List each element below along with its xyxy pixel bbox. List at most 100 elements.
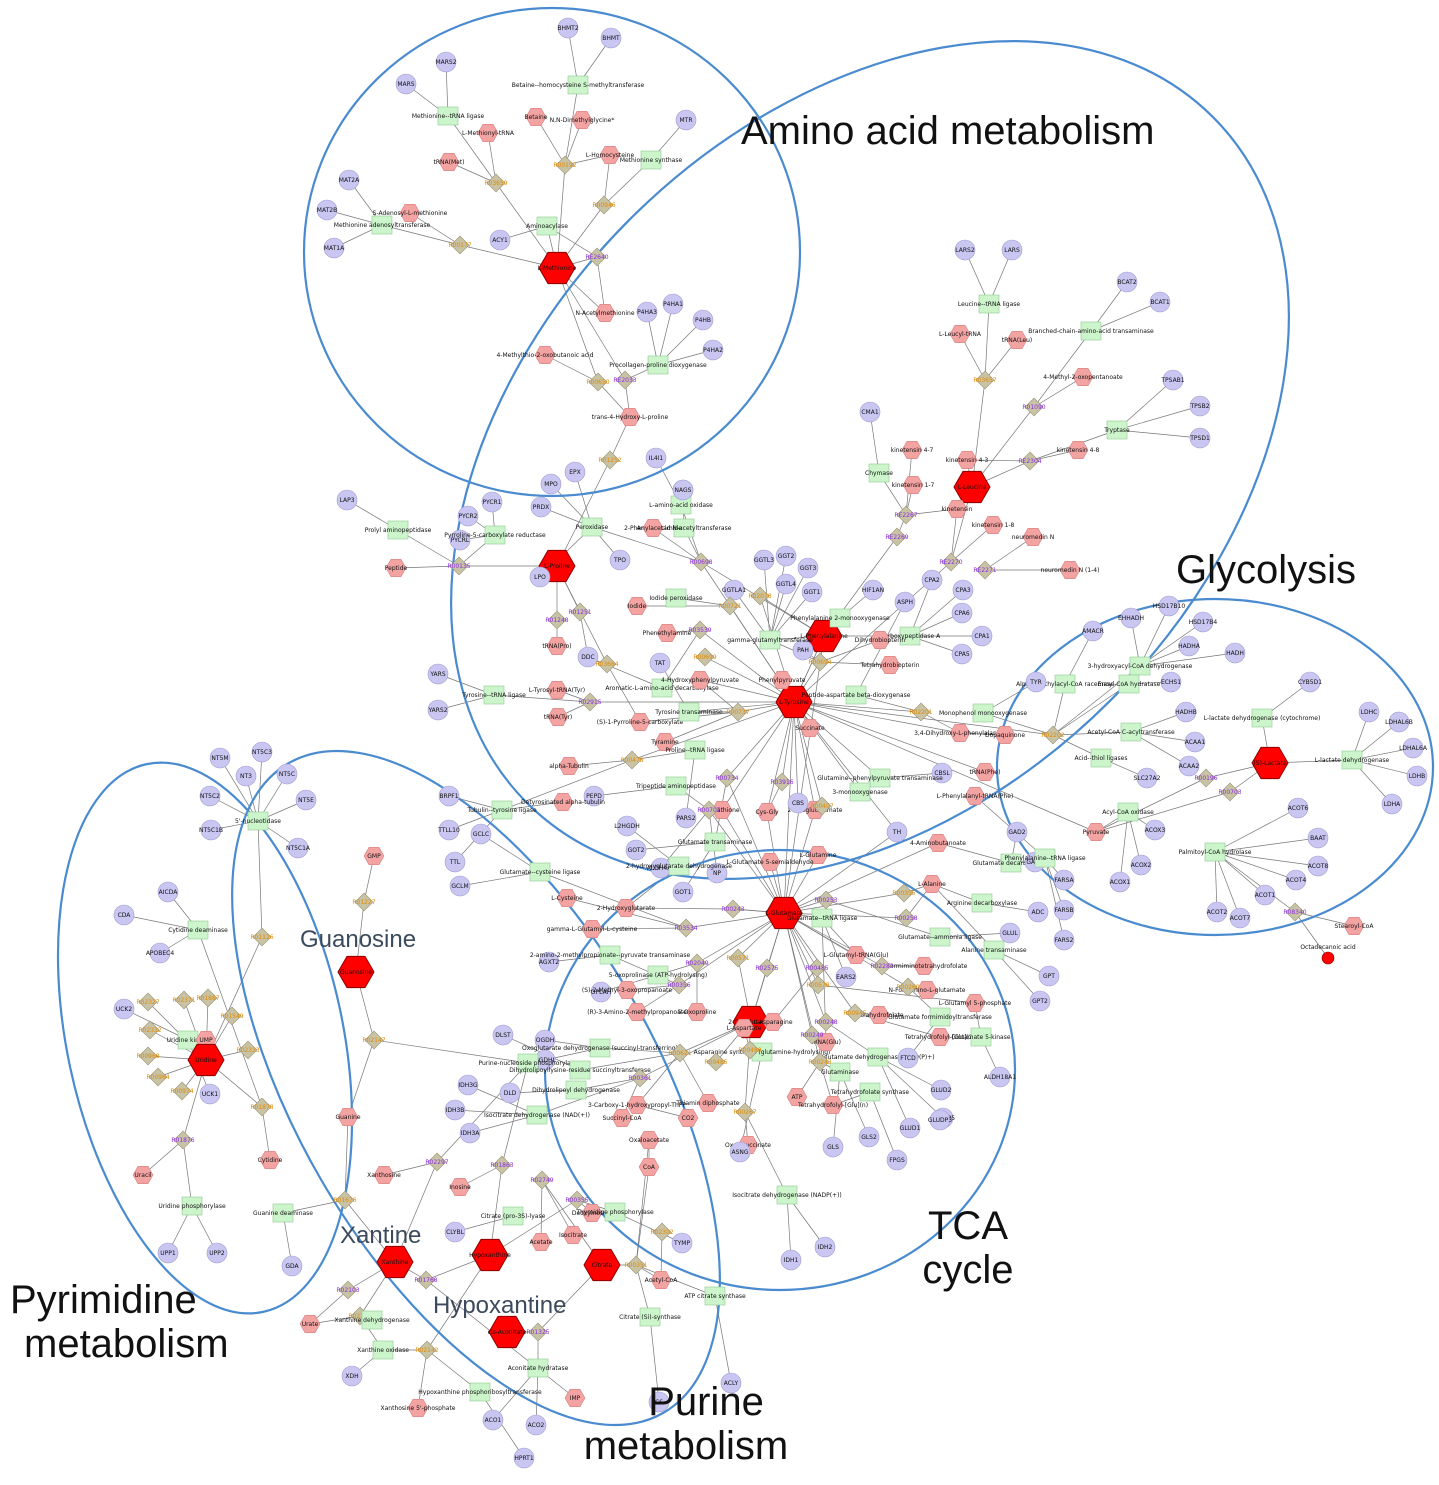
node-label: CPA1: [974, 633, 990, 640]
enzyme-node-iodperox: Iodide peroxidase: [649, 588, 703, 608]
node-label: LDHA: [1384, 801, 1401, 808]
edge-IDH3A-IDHNAD: [469, 1114, 538, 1134]
edge-PepAspB-R02201: [855, 694, 922, 713]
node-label: ACOX1: [1110, 879, 1131, 886]
enzyme-node-glu5k: Glutamate 5-kinase: [951, 1027, 1011, 1047]
hub-node-lmet: L-Methionine: [538, 251, 577, 285]
edge-LeuTRNA-R03657: [984, 303, 990, 381]
node-label: tRNA(Glu): [811, 1039, 841, 1046]
node-label: Alanine transaminase: [961, 947, 1027, 954]
gene-node-fars2: FARS2: [1053, 929, 1075, 951]
node-label: trans-4-Hydroxy-L-proline: [592, 414, 669, 421]
node-label: R02147: [362, 1037, 385, 1044]
enzyme-node-citsisyn: Citrate (Si)-synthase: [619, 1307, 681, 1327]
edge-DLD-DiLipDH: [509, 1089, 577, 1094]
reaction-node-r01090: R01090: [1022, 397, 1046, 417]
node-label: R03657: [973, 377, 996, 384]
node-label: R03539: [688, 627, 711, 634]
node-label: R00489: [738, 1047, 761, 1054]
node-label: R00177: [448, 242, 471, 249]
node-label: GPT2: [1032, 998, 1048, 1005]
node-label: TAT: [654, 660, 666, 667]
node-label: Glutathione: [704, 807, 739, 814]
node-label: 4-Methyl-2-oxopentanoate: [1043, 374, 1123, 381]
node-label: R02333: [236, 1047, 259, 1054]
enzyme-node-carbpepa: Carboxypeptidase A: [880, 626, 941, 646]
enzyme-node-argdecarb: Arginine decarboxylase: [947, 893, 1017, 913]
gene-node-cyb5d1: CYB5D1: [1298, 671, 1322, 693]
node-label: 5-Formiminotetrahydrofolate: [881, 963, 968, 970]
guanosine-compound-label: Guanosine: [300, 926, 417, 953]
node-label: R02078: [748, 593, 771, 600]
metabolite-node-cysgly: Cys-Gly: [755, 802, 779, 822]
node-label: Citrate (Si)-synthase: [619, 1314, 681, 1321]
metabolite-node-succinate: Succinate: [795, 718, 825, 738]
node-label: Tubulin--tyrosine ligase: [466, 807, 537, 814]
gene-node-baat: BAAT: [1307, 827, 1329, 849]
node-label: GOT2: [628, 847, 645, 854]
metabolite-node-acetate: Acetate: [529, 1233, 553, 1251]
node-label: Pyrroline-5-carboxylate reductase: [444, 532, 546, 539]
metabolite-node-tyrtrnatyr: L-Tyrosyl-tRNA(Tyr): [529, 680, 585, 700]
node-label: ACOT6: [1288, 805, 1309, 812]
node-label: Glutamate decarboxylase: [972, 860, 1049, 867]
node-label: ACAA1: [1185, 739, 1206, 746]
reaction-node-r00135: R00135: [447, 556, 471, 576]
node-label: Phenylpyruvate: [758, 677, 805, 684]
node-label: R02201: [909, 709, 932, 716]
enzyme-node-ggluttrans: gamma-glutamyltransferase: [727, 630, 813, 650]
node-label: 4-Methylthio-2-oxobutanoic acid: [496, 352, 593, 359]
enzyme-node-palmcoah: Palmitoyl-CoA hydrolase: [1179, 842, 1252, 862]
reaction-node-r02297: R02297: [425, 1152, 449, 1172]
node-label: MAT2A: [339, 177, 360, 184]
node-label: PYCRL: [451, 537, 470, 544]
node-label: 2-hydroxyglutarate dehydrogenase: [626, 863, 732, 870]
node-label: tRNA(Tyr): [544, 714, 573, 721]
gene-node-acot6: ACOT6: [1287, 797, 1309, 819]
node-label: ACO2: [528, 1422, 545, 1429]
metabolite-node-detyrtub: Detyrosinated alpha-tubulin: [521, 792, 605, 812]
reaction-node-r00974: R00974: [170, 1081, 194, 1101]
node-label: CPA6: [954, 610, 970, 617]
node-label: LPO: [534, 574, 546, 581]
node-label: XDH: [345, 1373, 358, 1380]
node-label: Succinyl-CoA: [602, 1115, 642, 1122]
metabolite-node-lhcy: L-Homocysteine: [586, 146, 634, 164]
node-label: Proline--tRNA ligase: [665, 747, 725, 754]
metabolite-node-gmp: GMP: [363, 846, 385, 866]
node-label: R01126: [250, 934, 273, 941]
edge-LMet-RE2033: [556, 267, 626, 381]
gene-node-cpa2: CPA2: [921, 569, 943, 591]
gene-node-p4ha3: P4HA3: [636, 301, 658, 323]
enzyme-node-arolaad: Aromatic-L-amino-acid decarboxylase: [605, 678, 719, 698]
metabolite-node-twohg: 2-Hydroxyglutarate: [597, 898, 655, 918]
node-label: R01876: [171, 1137, 194, 1144]
reaction-node-r02749: R02749: [530, 1170, 554, 1190]
gene-node-pycr2: PYCR2: [457, 505, 479, 527]
gene-node-gclc: GCLC: [470, 823, 492, 845]
metabolite-node-oxaloacetate: Oxaloacetate: [629, 1131, 669, 1149]
node-label: CPA3: [955, 587, 971, 594]
reaction-node-r03539: R03539: [688, 620, 712, 640]
tca-label-line1: TCA: [928, 1204, 1008, 1248]
node-label: Glutamate formimidoyltransferase: [888, 1014, 992, 1021]
gene-node-nt3: NT3: [235, 765, 257, 787]
enzyme-node-acylcoaox: Acyl-CoA oxidase: [1102, 802, 1154, 822]
enzyme-node-uridphos: Uridine phosphorylase: [158, 1196, 226, 1216]
node-label: TH: [892, 829, 901, 836]
enzyme-node-dhodeh: 2-hydroxyglutarate dehydrogenase: [626, 856, 732, 876]
node-label: Methionine--tRNA ligase: [412, 113, 485, 120]
node-label: Citrate: [592, 1262, 613, 1269]
reaction-node-r01549: R01549: [220, 1006, 244, 1026]
node-label: Acid--thiol ligases: [1075, 755, 1128, 762]
enzyme-node-enoylhyd: Enoyl-CoA hydratase: [1098, 674, 1161, 694]
node-label: IDH2: [818, 1244, 833, 1251]
gene-node-mat1a: MAT1A: [323, 237, 345, 259]
node-label: Cys-Gly: [755, 809, 779, 816]
node-label: Phenylalanine 2-monooxygenase: [790, 615, 890, 622]
node-label: alpha-Tubulin: [549, 763, 589, 770]
edge-BCAT_enz-R01090: [1033, 330, 1092, 408]
node-label: PEPD: [586, 793, 602, 800]
gene-node-nt5c1a: NT5C1A: [286, 837, 311, 859]
reaction-node-r00361: R00361: [628, 1068, 652, 1088]
